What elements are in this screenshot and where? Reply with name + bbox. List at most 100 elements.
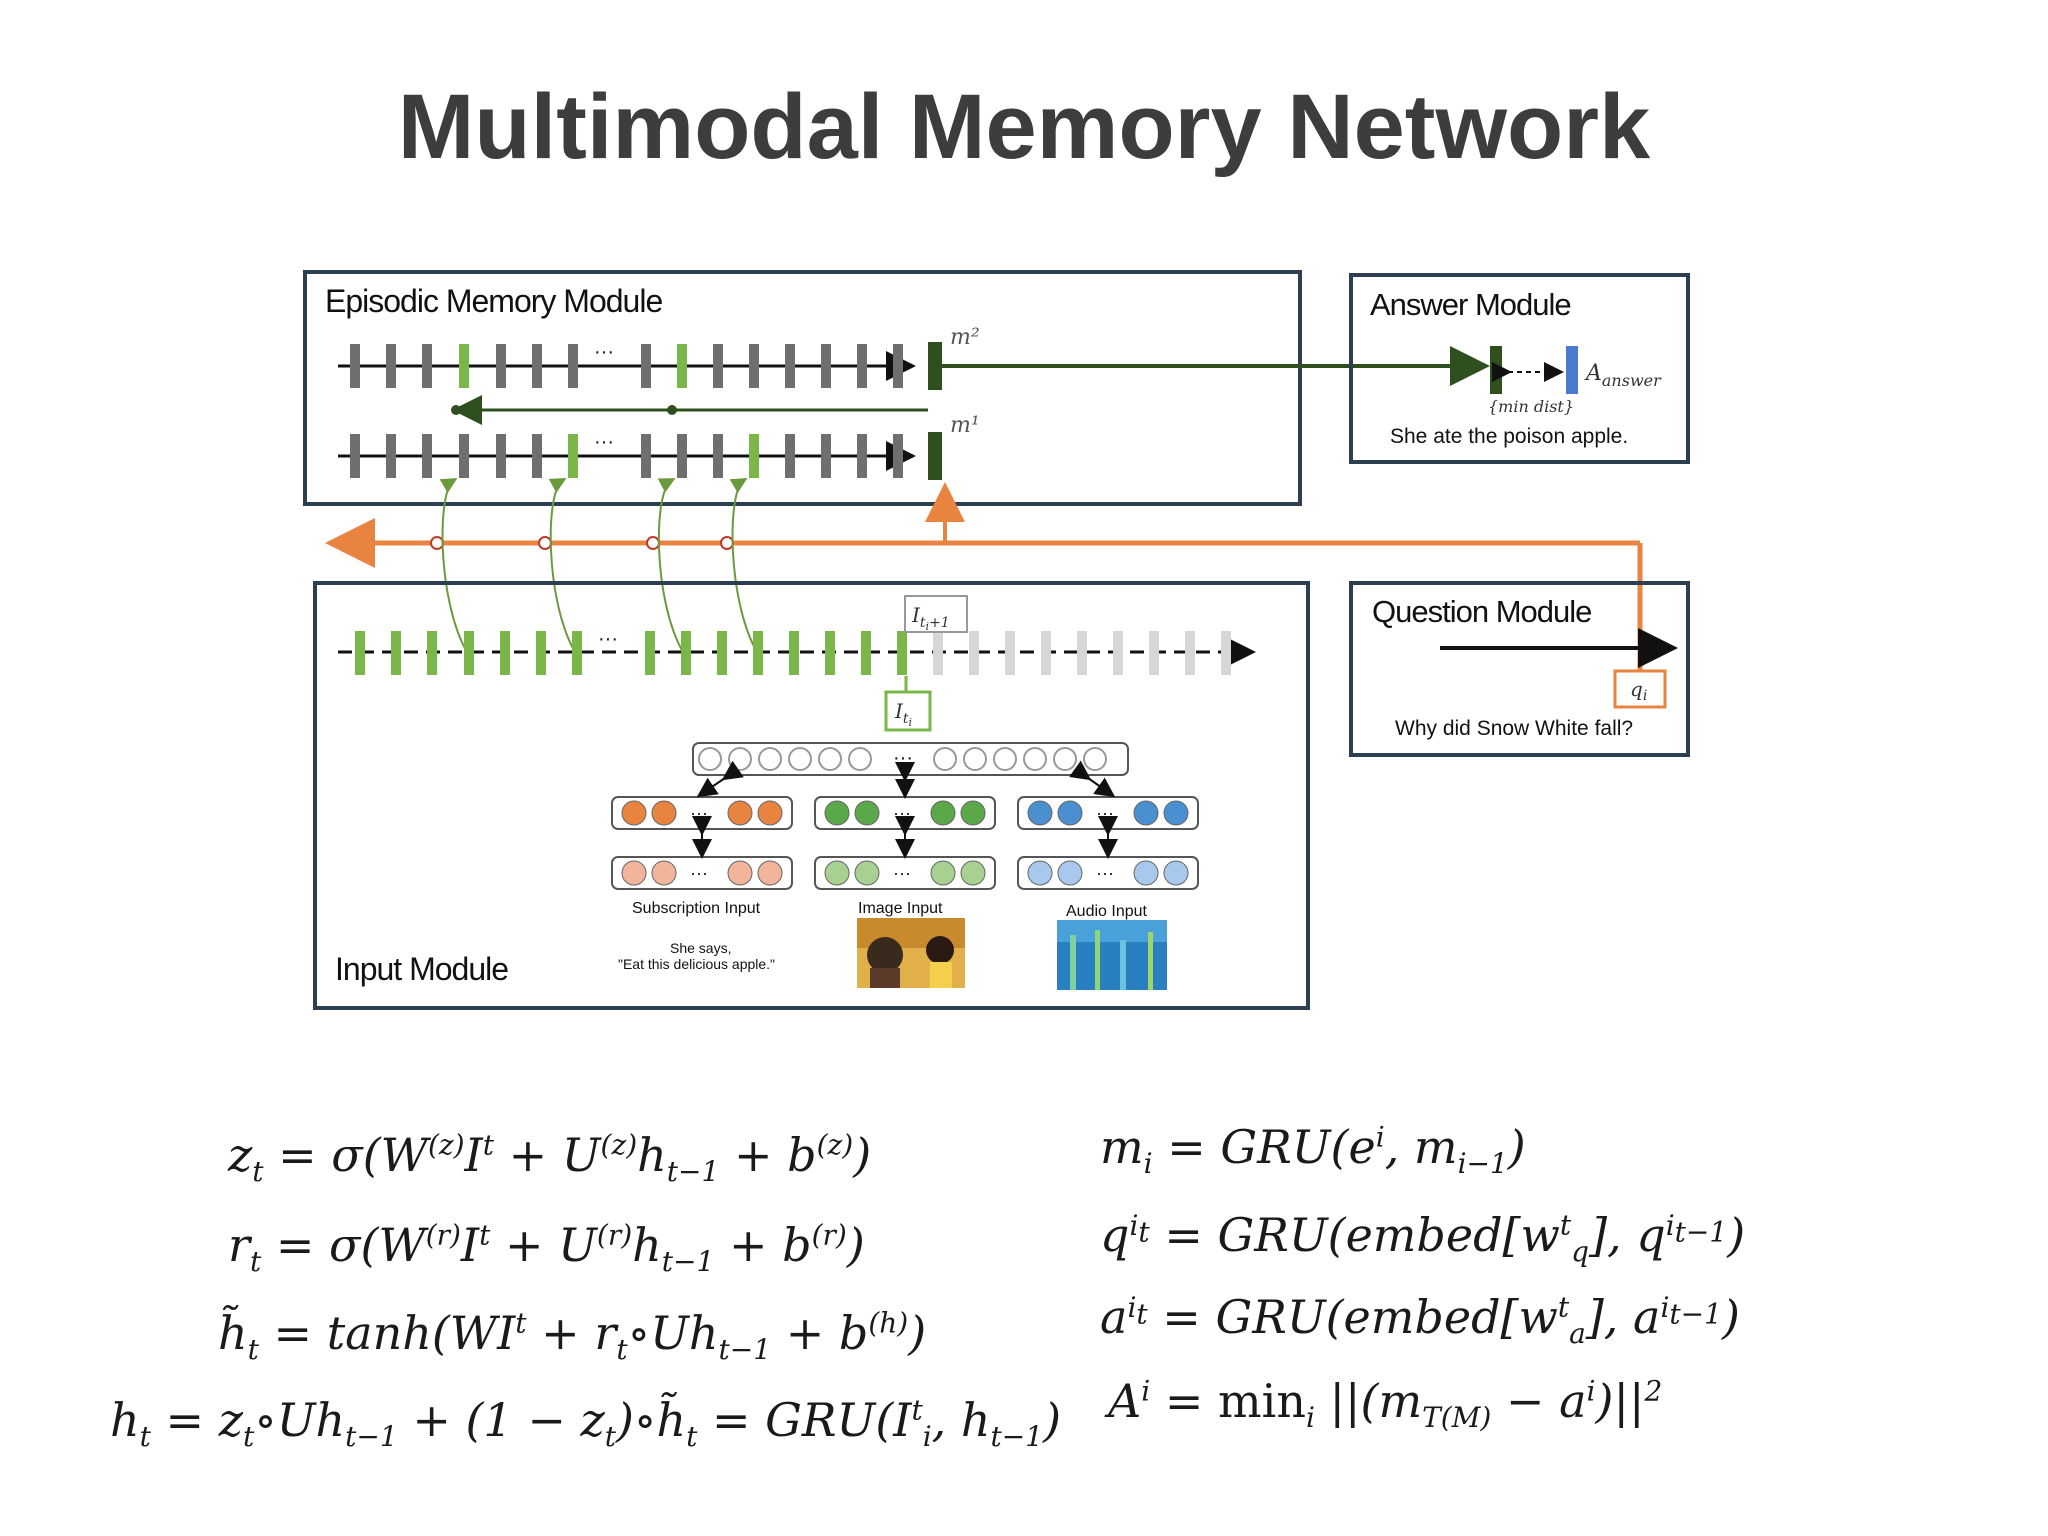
fusion-unit [728, 747, 752, 771]
input-ellipsis: ··· [598, 628, 618, 650]
fusion-unit [1083, 747, 1107, 771]
episode-row-1-cell [677, 434, 687, 478]
input-cell [464, 631, 474, 675]
image-input-label: Image Input [858, 900, 943, 917]
episodic-memory-frame [303, 270, 1302, 506]
episode-row-1-cell [496, 434, 506, 478]
input-cell [572, 631, 582, 675]
audio-encoder-unit [1133, 800, 1159, 826]
fusion-unit [758, 747, 782, 771]
slide-title: Multimodal Memory Network [397, 76, 1651, 178]
episode-row-2-cell [857, 344, 867, 388]
fusion-link [1069, 760, 1116, 798]
answer-module-label: Answer Module [1370, 287, 1571, 322]
episode-row-2-cell [893, 344, 903, 388]
future-input-cell [1149, 631, 1159, 675]
equation-answer: ait = GRU(embed[wta], ait−1) [1100, 1290, 1740, 1351]
modality-blocks: ·················· [611, 676, 1199, 890]
future-input-cell [1185, 631, 1195, 675]
episode-row-1-cell [785, 434, 795, 478]
image-embedding-unit [854, 860, 880, 886]
subscription-encoder-unit [651, 800, 677, 826]
subscription-input-label: Subscription Input [632, 900, 761, 917]
attention-gates [430, 477, 758, 653]
question-module-label: Question Module [1372, 594, 1591, 629]
input-cell [536, 631, 546, 675]
attention-gate [646, 536, 660, 550]
current-input-box [884, 690, 932, 732]
input-cell [897, 631, 907, 675]
subscription-encoder-unit [727, 800, 753, 826]
q-i-label: qi [1630, 677, 1647, 704]
fusion-ellipsis: ··· [893, 747, 913, 769]
episode-row-2-cell [713, 344, 723, 388]
image-embedding-ellipsis: ··· [893, 863, 911, 883]
feedback-node-2 [667, 405, 677, 415]
image-encoder-unit [930, 800, 956, 826]
question-caption: Why did Snow White fall? [1395, 717, 1633, 740]
subscription-embedding-unit [727, 860, 753, 886]
episode-row-2-ellipsis: ··· [594, 341, 614, 363]
subscription-embedding-unit [757, 860, 783, 886]
subscription-encoder-unit [621, 800, 647, 826]
audio-encoder-ellipsis: ··· [1096, 803, 1114, 823]
fusion-unit [1023, 747, 1047, 771]
input-cell [825, 631, 835, 675]
equation-reset-gate: rt = σ(W(r)It + U(r)ht−1 + b(r)) [228, 1218, 865, 1279]
image-embedding-unit [930, 860, 956, 886]
episodic-memory-label: Episodic Memory Module [325, 283, 662, 319]
input-cell [789, 631, 799, 675]
input-cell [861, 631, 871, 675]
fusion-unit [993, 747, 1017, 771]
attention-gate [720, 536, 734, 550]
episode-row-2-cell [749, 344, 759, 388]
episode-row-2-cell [422, 344, 432, 388]
audio-embedding-unit [1163, 860, 1189, 886]
subtitle-text-1: She says, [670, 940, 731, 956]
equation-memory: mi = GRU(ei, mi−1) [1100, 1120, 1526, 1181]
episode-row-2-cell [785, 344, 795, 388]
answer-vector-bar [1566, 346, 1578, 394]
episodic-memory-rows: ······ [338, 341, 916, 478]
attention-gate [430, 536, 444, 550]
episode-row-1-cell [386, 434, 396, 478]
input-cell [500, 631, 510, 675]
memory-output-bar [1490, 346, 1502, 394]
future-input-cell [1221, 631, 1231, 675]
question-module-frame [1349, 581, 1690, 757]
m2-label: m² [950, 325, 980, 350]
episode-row-1-cell [893, 434, 903, 478]
image-encoder-unit [854, 800, 880, 826]
episode-row-2-cell [532, 344, 542, 388]
future-input-cell [933, 631, 943, 675]
subscription-embedding-unit [651, 860, 677, 886]
image-encoder-unit [960, 800, 986, 826]
input-cell [391, 631, 401, 675]
episode-row-1-cell [568, 434, 578, 478]
input-cell [681, 631, 691, 675]
equation-update-gate: zt = σ(W(z)It + U(z)ht−1 + b(z)) [228, 1128, 872, 1189]
subtitle-text-2: "Eat this delicious apple." [618, 956, 775, 972]
subscription-encoder-ellipsis: ··· [690, 803, 708, 823]
image-embedding-unit [960, 860, 986, 886]
fusion-unit [963, 747, 987, 771]
audio-encoder-unit [1163, 800, 1189, 826]
equation-candidate: h̃t = tanh(WIt + rt∘Uht−1 + b(h)) [218, 1306, 927, 1367]
audio-embedding-unit [1027, 860, 1053, 886]
episode-row-1-cell [857, 434, 867, 478]
audio-encoder-unit [1057, 800, 1083, 826]
episode-row-2-cell [350, 344, 360, 388]
m1-label: m¹ [950, 413, 980, 438]
input-sequence: ··· [338, 628, 1256, 675]
episode-row-2-cell [641, 344, 651, 388]
equation-hidden: ht = zt∘Uht−1 + (1 − zt)∘h̃t = GRU(Iti, … [110, 1393, 1062, 1454]
future-input-cell [969, 631, 979, 675]
answer-caption: She ate the poison apple. [1390, 425, 1628, 448]
episode-row-1-cell [821, 434, 831, 478]
episode-row-1-cell [713, 434, 723, 478]
episode-row-1-cell [422, 434, 432, 478]
audio-embedding-ellipsis: ··· [1096, 863, 1114, 883]
episode-row-2-cell [459, 344, 469, 388]
episode-row-2-cell [677, 344, 687, 388]
